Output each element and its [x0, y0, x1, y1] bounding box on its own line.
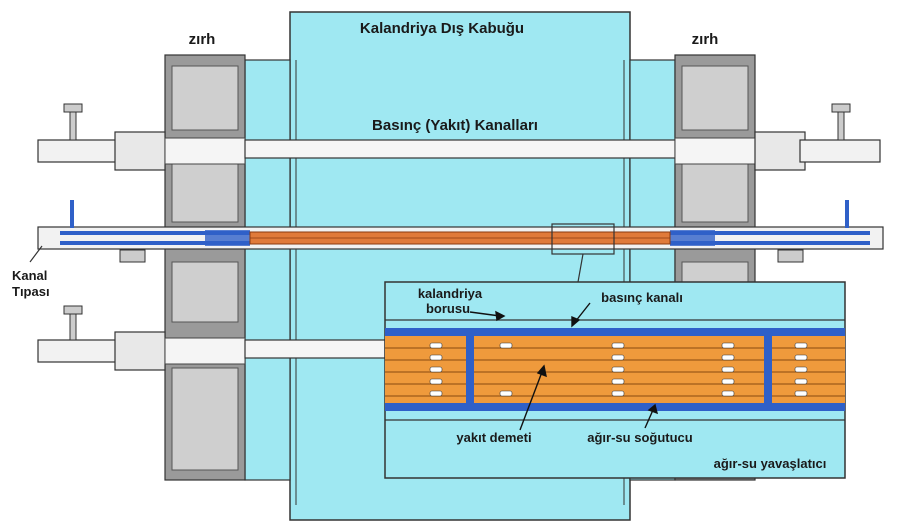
pressure-channel-middle — [37, 200, 884, 263]
channel-plug-label-line2: Tıpası — [12, 284, 50, 299]
shield-right — [674, 54, 756, 481]
calandria-shell-label: Kalandriya Dış Kabuğu — [360, 20, 524, 37]
pressure-channel-inset-label: basınç kanalı — [601, 290, 683, 305]
shield-left — [164, 54, 246, 481]
shield-label-left: zırh — [189, 31, 216, 48]
calandria-wing-left — [244, 59, 291, 481]
zoom-pointer — [577, 253, 584, 283]
channel-plug-pointer — [29, 245, 43, 263]
channel-plug-label-line1: Kanal — [12, 268, 47, 283]
calandria-tube-label-line2: borusu — [426, 301, 470, 316]
pressure-channels-label: Basınç (Yakıt) Kanalları — [372, 117, 538, 134]
inset-arrows — [469, 302, 659, 431]
pressure-channel-bottom — [37, 305, 386, 371]
calandria-tube-label-line1: kalandriya — [418, 286, 483, 301]
fuel-bundle-label: yakıt demeti — [456, 430, 531, 445]
heavy-water-moderator-label: ağır-su yavaşlatıcı — [714, 456, 827, 471]
pressure-channel-top — [37, 103, 881, 171]
inset-panel — [384, 281, 846, 479]
heavy-water-coolant-label: ağır-su soğutucu — [587, 430, 693, 445]
shield-label-right: zırh — [692, 31, 719, 48]
